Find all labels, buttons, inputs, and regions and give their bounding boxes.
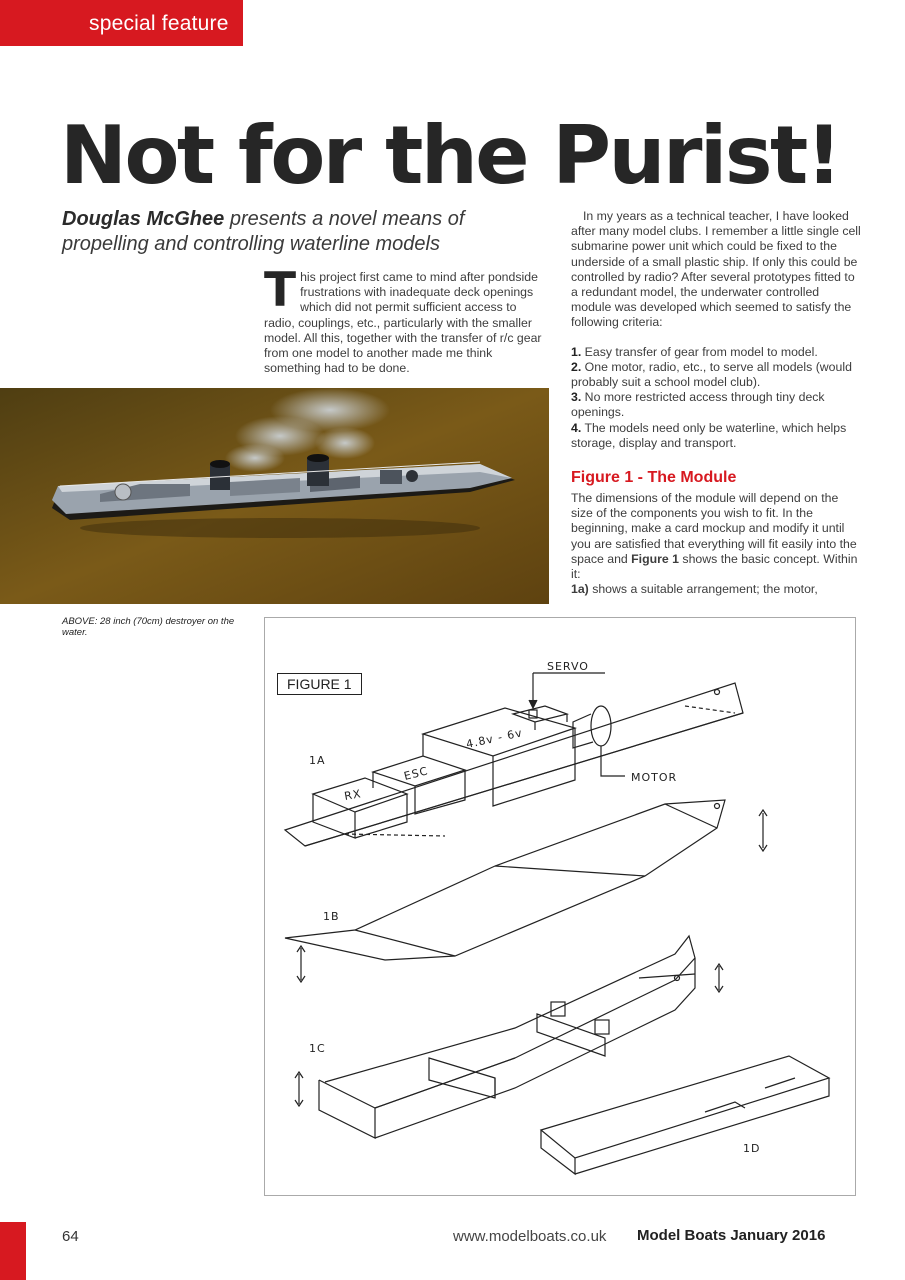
figure-heading: Figure 1 - The Module	[571, 469, 737, 487]
right-column: In my years as a technical teacher, I ha…	[571, 209, 861, 597]
criteria-item: 2. One motor, radio, etc., to serve all …	[571, 360, 861, 390]
criteria-item: 1. Easy transfer of gear from model to m…	[571, 345, 861, 360]
criteria-number: 4.	[571, 420, 582, 435]
destroyer-photo	[0, 388, 549, 604]
magazine-issue: Model Boats January 2016	[637, 1227, 826, 1244]
intro-text: his project first came to mind after pon…	[264, 270, 542, 376]
item-ref: 1a)	[571, 582, 589, 597]
standfirst-text: presents a novel means of propelling and…	[62, 208, 465, 255]
drop-cap: T	[264, 263, 297, 318]
criteria-text: One motor, radio, etc., to serve all mod…	[571, 359, 852, 390]
body-paragraph: In my years as a technical teacher, I ha…	[571, 209, 861, 330]
body-paragraph: 1a) shows a suitable arrangement; the mo…	[571, 582, 861, 597]
figure-ref: Figure 1	[631, 551, 680, 566]
part-1b-label: 1B	[323, 910, 340, 923]
criteria-text: The models need only be waterline, which…	[571, 420, 847, 450]
criteria-item: 4. The models need only be waterline, wh…	[571, 421, 861, 451]
criteria-item: 3. No more restricted access through tin…	[571, 390, 861, 420]
criteria-text: Easy transfer of gear from model to mode…	[581, 344, 818, 359]
author-name: Douglas McGhee	[62, 208, 225, 230]
criteria-text: No more restricted access through tiny d…	[571, 390, 825, 420]
criteria-number: 3.	[571, 390, 582, 405]
headline: Not for the Purist!	[60, 109, 842, 202]
body-text: shows the basic concept. Within it:	[571, 551, 858, 582]
footer-url[interactable]: www.modelboats.co.uk	[453, 1228, 607, 1245]
photo-caption: ABOVE: 28 inch (70cm) destroyer on the w…	[62, 616, 235, 638]
section-tag-label: special feature	[89, 12, 229, 35]
criteria-number: 2.	[571, 359, 582, 374]
body-text: The dimensions of the module will depend…	[571, 491, 857, 566]
page-number: 64	[62, 1228, 79, 1245]
body-text: shows a suitable arrangement; the motor,	[588, 582, 818, 597]
footer-accent-bar	[0, 1222, 26, 1280]
body-paragraph: The dimensions of the module will depend…	[571, 491, 861, 582]
part-1d-label: 1D	[743, 1142, 760, 1155]
esc-label: ESC	[403, 764, 430, 783]
motor-label: MOTOR	[631, 771, 677, 784]
standfirst: Douglas McGhee presents a novel means of…	[62, 207, 532, 257]
figure-1-diagram: FIGURE 1 SERVO MOTOR 4.8v - 6v ESC RX 1A…	[264, 617, 856, 1196]
battery-label: 4.8v - 6v	[465, 726, 524, 751]
part-1a-label: 1A	[309, 754, 326, 767]
servo-label: SERVO	[547, 660, 589, 673]
figure-label: FIGURE 1	[277, 673, 362, 695]
part-1c-label: 1C	[309, 1042, 326, 1055]
criteria-number: 1.	[571, 344, 582, 359]
section-tag: special feature	[0, 0, 243, 46]
rx-label: RX	[343, 787, 362, 803]
